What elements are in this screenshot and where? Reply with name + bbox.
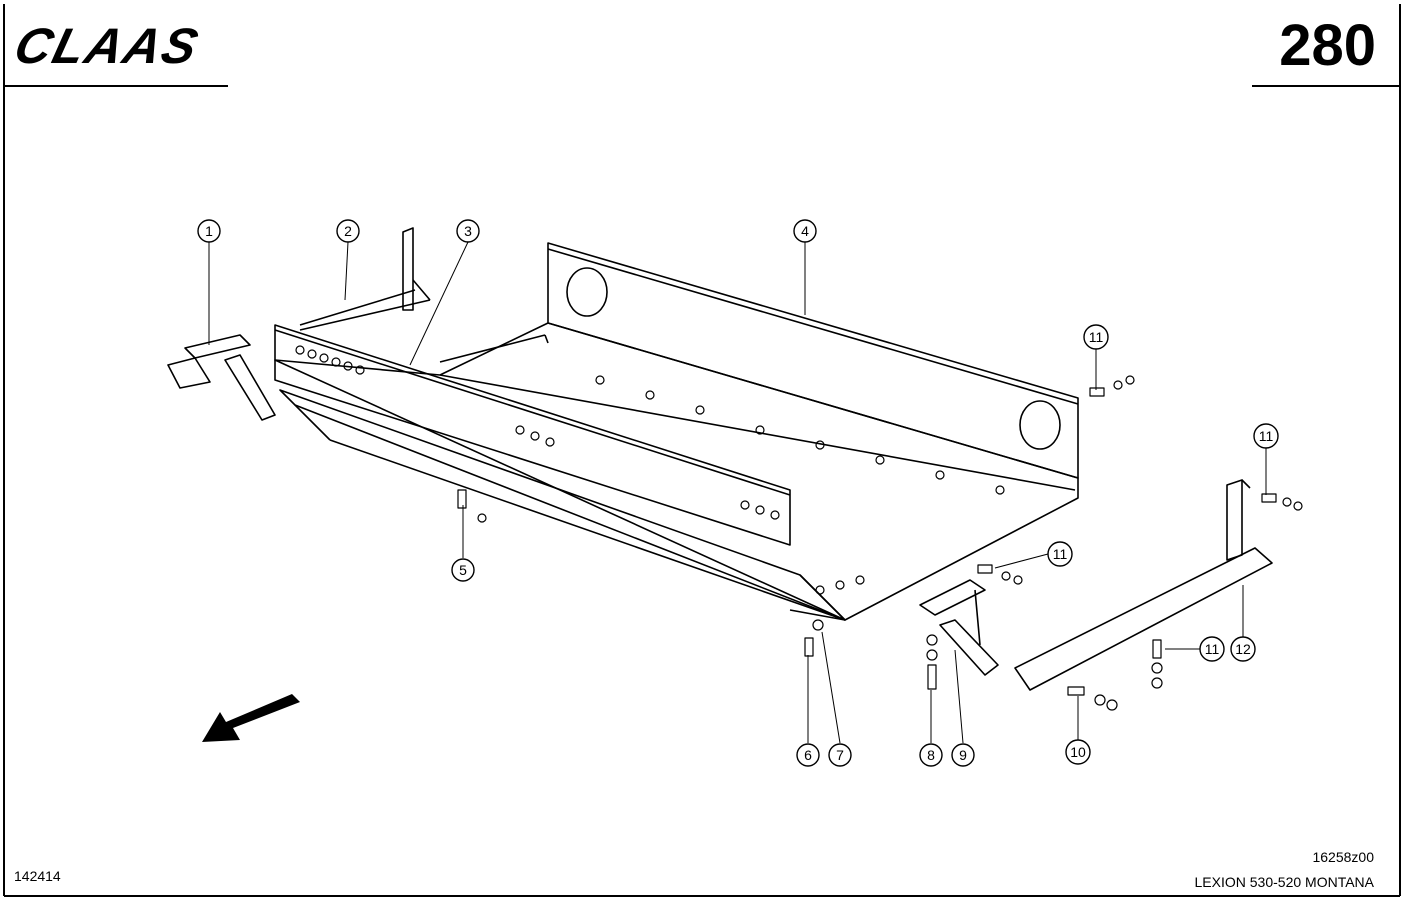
svg-text:11: 11 (1259, 428, 1274, 444)
footer-left-code: 142414 (14, 868, 61, 884)
perforations (295, 345, 1005, 595)
upper-strut (299, 227, 431, 331)
svg-text:7: 7 (836, 747, 844, 763)
callout-9: 9 (951, 743, 975, 767)
svg-text:5: 5 (459, 562, 467, 578)
callout-11-top: 11 (1083, 324, 1109, 350)
callout-11-right: 11 (1253, 423, 1279, 449)
leader-lines (208, 241, 1267, 744)
callout-11-lower: 11 (1199, 636, 1225, 662)
callout-5: 5 (451, 558, 475, 582)
wall-hole-right (1019, 400, 1061, 450)
callout-1: 1 (197, 219, 221, 243)
callout-12: 12 (1230, 636, 1256, 662)
direction-arrow-icon (202, 694, 300, 742)
svg-text:10: 10 (1070, 744, 1086, 760)
svg-text:9: 9 (959, 747, 967, 763)
fasteners (457, 375, 1303, 711)
front-rail (274, 324, 791, 546)
floor-tray (274, 322, 1079, 621)
footer-drawing-code: 16258z00 (1312, 849, 1374, 865)
callout-11-middle: 11 (1047, 541, 1073, 567)
callout-8: 8 (919, 743, 943, 767)
callout-6: 6 (796, 743, 820, 767)
svg-text:11: 11 (1053, 546, 1068, 562)
right-bracket (919, 579, 999, 676)
svg-text:6: 6 (804, 747, 812, 763)
svg-text:8: 8 (927, 747, 935, 763)
right-mounting-rail (1014, 479, 1273, 691)
wall-hole-left (566, 267, 608, 317)
callout-2: 2 (336, 219, 360, 243)
svg-text:11: 11 (1089, 329, 1104, 345)
footer-model: LEXION 530-520 MONTANA (1194, 874, 1374, 890)
callout-10: 10 (1065, 739, 1091, 765)
page-number: 280 (1279, 13, 1376, 78)
left-bracket (167, 334, 276, 421)
callout-7: 7 (828, 743, 852, 767)
lower-side-plate (279, 389, 846, 621)
callout-3: 3 (456, 219, 480, 243)
svg-text:1: 1 (205, 223, 213, 239)
svg-text:12: 12 (1235, 641, 1251, 657)
svg-text:3: 3 (464, 223, 472, 239)
callout-4: 4 (793, 219, 817, 243)
svg-text:11: 11 (1205, 641, 1220, 657)
svg-text:4: 4 (801, 223, 809, 239)
svg-text:2: 2 (344, 223, 352, 239)
